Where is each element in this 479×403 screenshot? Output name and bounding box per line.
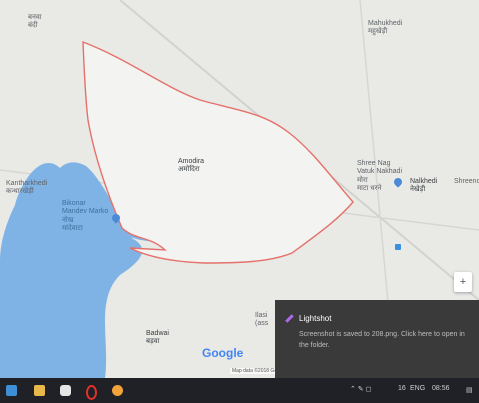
label-mahukhedi: Mahukhedi महुखेड़ी (368, 20, 403, 36)
selected-region[interactable] (82, 40, 354, 264)
tray-icons[interactable]: ⌃ ✎ ◻ (350, 386, 372, 393)
bus-stop-icon[interactable] (395, 244, 401, 250)
zoom-in-button[interactable]: + (454, 272, 472, 292)
notification-title: Lightshot (299, 314, 332, 323)
label-kantharkhedi: Kantharkhedi कन्थारखेड़ी (6, 180, 48, 196)
map-data-attribution[interactable]: Map data ©2018 Google (230, 368, 289, 374)
map-canvas[interactable] (0, 0, 479, 378)
label-ilasi: Ilasi (ass (255, 312, 269, 328)
label-nalkhedi: Nalkhedi नेखेड़ी (410, 178, 438, 194)
taskbar: ⌃ ✎ ◻ 16 ENG 08:56 ▤ (0, 378, 479, 403)
tray-time[interactable]: 08:56 (432, 385, 450, 392)
label-top-left: बनवा बंदी (28, 14, 42, 30)
chrome-icon[interactable] (112, 385, 123, 396)
label-badwai: Badwai बड़वा (146, 330, 169, 346)
opera-icon[interactable] (86, 385, 97, 400)
label-shree-nag: Shree Nag Vatuk Nakhadi मोरा माटा धरने (357, 160, 403, 193)
lake (0, 162, 143, 378)
map-view[interactable]: बनवा बंदी Mahukhedi महुखेड़ी Amodira अमो… (0, 0, 479, 378)
notification-message[interactable]: Screenshot is saved to 208.png. Click he… (299, 331, 465, 349)
store-icon[interactable] (60, 385, 71, 396)
lightshot-notification[interactable]: Lightshot Screenshot is saved to 208.png… (275, 300, 479, 378)
lightshot-feather-icon (285, 314, 294, 323)
label-far-right: Shreeno (454, 178, 479, 185)
folder-icon[interactable] (34, 385, 45, 396)
action-center-icon[interactable]: ▤ (466, 387, 473, 394)
windows-start-icon[interactable] (6, 385, 17, 396)
tray-date: 16 (398, 385, 406, 392)
google-logo: Google (202, 346, 244, 360)
tray-lang[interactable]: ENG (410, 385, 426, 392)
label-lake: Bikonar Mandev Marko नोख मांदेवाटा (62, 200, 109, 233)
label-amodira: Amodira अमोदिरा (178, 158, 205, 174)
